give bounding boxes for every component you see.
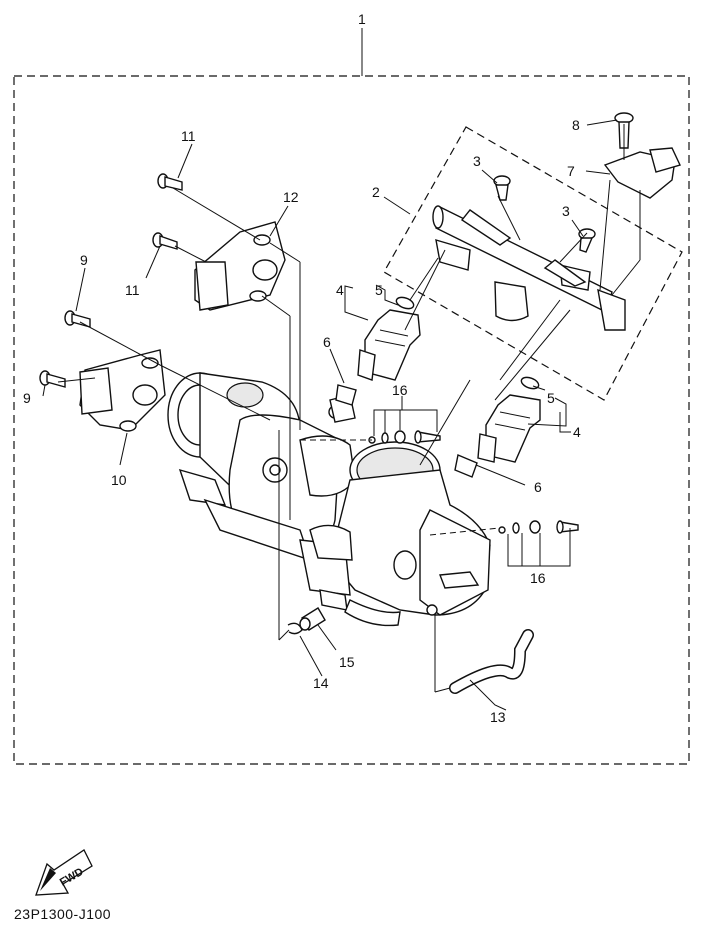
callout-9a: 9 bbox=[80, 252, 88, 268]
cap-15 bbox=[299, 607, 326, 631]
callout-10: 10 bbox=[111, 472, 127, 488]
callout-9b: 9 bbox=[23, 390, 31, 406]
callout-16a: 16 bbox=[392, 382, 408, 398]
diagram-code: 23P1300-J100 bbox=[14, 906, 111, 922]
callout-2: 2 bbox=[372, 184, 380, 200]
callout-3b: 3 bbox=[562, 203, 570, 219]
assembly-frame bbox=[13, 75, 690, 765]
sensor-10 bbox=[79, 349, 166, 432]
callout-6a: 6 bbox=[323, 334, 331, 350]
pressure-sensor bbox=[603, 147, 681, 199]
sensor-12 bbox=[194, 221, 286, 311]
callout-11a: 11 bbox=[181, 128, 196, 144]
clip-14 bbox=[287, 622, 303, 635]
o-ring-left bbox=[395, 296, 415, 310]
fuel-rail bbox=[432, 205, 626, 331]
callout-5a: 5 bbox=[375, 282, 383, 298]
grommet-left bbox=[335, 384, 357, 406]
callout-14: 14 bbox=[313, 675, 329, 691]
fuel-rail-frame bbox=[383, 126, 683, 401]
callout-12: 12 bbox=[283, 189, 299, 205]
injector-left bbox=[357, 309, 421, 381]
callout-13: 13 bbox=[490, 709, 506, 725]
callout-numbers: 1 2 3 3 4 4 5 5 6 6 7 8 9 9 10 11 11 12 … bbox=[23, 11, 581, 725]
o-ring-right bbox=[520, 376, 540, 390]
injector-right bbox=[477, 394, 541, 463]
callout-7: 7 bbox=[567, 163, 575, 179]
throttle-body bbox=[167, 372, 491, 627]
screw-11-upper bbox=[157, 173, 183, 191]
callout-11b: 11 bbox=[125, 282, 140, 298]
callout-6b: 6 bbox=[534, 479, 542, 495]
screw-9-upper bbox=[64, 310, 91, 328]
callout-3a: 3 bbox=[473, 153, 481, 169]
callout-4b: 4 bbox=[573, 424, 581, 440]
callout-8: 8 bbox=[572, 117, 580, 133]
screw-3-right bbox=[578, 228, 596, 253]
screw-11-lower bbox=[152, 232, 178, 250]
callout-15: 15 bbox=[339, 654, 355, 670]
screw-set-16-lower bbox=[498, 520, 579, 534]
screw-set-16-upper bbox=[368, 430, 441, 444]
callout-16b: 16 bbox=[530, 570, 546, 586]
grommet-right bbox=[454, 454, 478, 478]
bolt-8 bbox=[614, 112, 634, 149]
screw-3-left bbox=[493, 175, 511, 201]
callout-5b: 5 bbox=[547, 390, 555, 406]
leader-lines bbox=[42, 119, 641, 711]
hidden-line-a bbox=[429, 527, 501, 536]
fwd-arrow-icon: FWD bbox=[35, 849, 93, 896]
hose-13 bbox=[449, 629, 534, 694]
callout-4a: 4 bbox=[336, 282, 344, 298]
callout-1: 1 bbox=[358, 11, 366, 27]
screw-9-lower bbox=[39, 370, 66, 388]
